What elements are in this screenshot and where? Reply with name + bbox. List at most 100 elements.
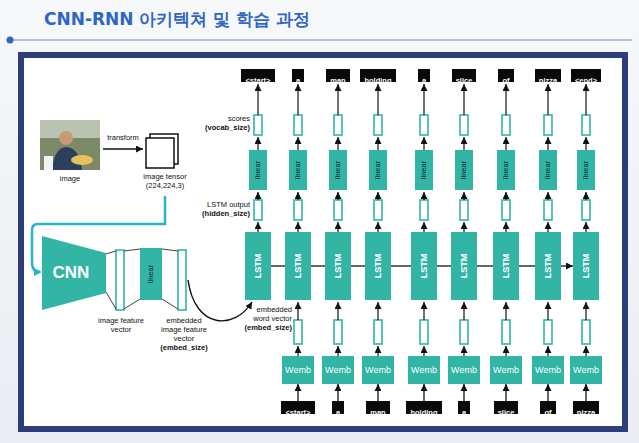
flow-arrow bbox=[505, 192, 506, 200]
flow-arrow bbox=[377, 222, 378, 232]
word-token: holding bbox=[360, 69, 395, 82]
lstm-cell: LSTM bbox=[325, 232, 351, 300]
flow-arrow bbox=[547, 137, 548, 150]
node-label: linear bbox=[373, 161, 383, 179]
image-to-lstm-curve bbox=[188, 280, 252, 321]
linear-box: linear bbox=[249, 150, 267, 190]
lstm-cell: LSTM bbox=[535, 232, 561, 300]
flow-arrow bbox=[505, 222, 506, 232]
node-label: Wemb bbox=[411, 356, 437, 384]
node-label: pizza bbox=[577, 406, 595, 419]
node-label: linear bbox=[293, 161, 303, 179]
word-token: pizza bbox=[573, 401, 599, 414]
node-label: LSTM bbox=[373, 254, 383, 279]
node-label: a bbox=[422, 74, 426, 87]
word-token: a bbox=[292, 69, 304, 82]
word-token: a bbox=[458, 401, 470, 414]
embedded-vector bbox=[178, 250, 186, 310]
connector bbox=[561, 265, 573, 266]
linear-box: linear bbox=[577, 150, 595, 190]
node-label: LSTM bbox=[419, 254, 429, 279]
embedding-box: Wemb bbox=[408, 356, 440, 384]
linear-box: linear bbox=[289, 150, 307, 190]
lstm-output-vector bbox=[294, 200, 302, 220]
word-token: a bbox=[332, 401, 344, 414]
node-label: linear bbox=[333, 161, 343, 179]
node-label: a bbox=[296, 74, 300, 87]
linear-box: linear bbox=[455, 150, 473, 190]
node-label: of bbox=[502, 74, 509, 87]
node-label: LSTM bbox=[253, 254, 263, 279]
annotation-label: embedded word vector bbox=[252, 305, 292, 323]
flow-arrow bbox=[297, 222, 298, 232]
linear-box: linear bbox=[140, 248, 162, 300]
flow-arrow bbox=[547, 222, 548, 232]
fan-line bbox=[162, 249, 178, 251]
linear-box: linear bbox=[539, 150, 557, 190]
connector bbox=[311, 265, 325, 266]
flow-arrow bbox=[463, 222, 464, 232]
connector bbox=[297, 384, 298, 401]
flow-arrow bbox=[547, 346, 548, 356]
word-vector bbox=[334, 320, 342, 344]
connector bbox=[547, 384, 548, 401]
node-label: a bbox=[336, 406, 340, 419]
node-label: linear bbox=[253, 161, 263, 179]
embedding-box: Wemb bbox=[532, 356, 564, 384]
annotation-label: (embed_size) bbox=[154, 343, 214, 352]
annotation-label: (vocab_size) bbox=[190, 123, 250, 132]
flow-arrow bbox=[377, 192, 378, 200]
word-vector bbox=[582, 320, 590, 344]
lstm-cell: LSTM bbox=[365, 232, 391, 300]
word-token: <end> bbox=[571, 69, 601, 82]
annotation-label: transform bbox=[98, 133, 148, 142]
flow-arrow bbox=[423, 192, 424, 200]
flow-arrow bbox=[463, 137, 464, 150]
word-token: of bbox=[540, 401, 555, 414]
node-label: holding bbox=[364, 74, 391, 87]
node-label: pizza bbox=[539, 74, 557, 87]
connector bbox=[463, 384, 464, 401]
score-vector bbox=[460, 115, 468, 135]
photo-pizza bbox=[71, 155, 93, 165]
flow-arrow bbox=[585, 302, 586, 320]
flow-arrow bbox=[423, 346, 424, 356]
flow-arrow bbox=[337, 302, 338, 320]
lstm-cell: LSTM bbox=[245, 232, 271, 300]
flow-arrow bbox=[463, 302, 464, 320]
photo bbox=[40, 120, 100, 170]
node-label: slice bbox=[498, 406, 515, 419]
linear-box: linear bbox=[497, 150, 515, 190]
embedding-box: Wemb bbox=[448, 356, 480, 384]
page-title: CNN-RNN 아키텍쳐 및 학습 과정 bbox=[44, 8, 310, 31]
flow-arrow bbox=[257, 84, 258, 115]
annotation-label: (embed_size) bbox=[244, 323, 292, 332]
connector bbox=[351, 265, 365, 266]
node-label: Wemb bbox=[535, 356, 561, 384]
fan-line bbox=[162, 299, 178, 309]
lstm-output-vector bbox=[374, 200, 382, 220]
title-dot bbox=[7, 37, 14, 44]
word-token: pizza bbox=[535, 69, 561, 82]
word-token: holding bbox=[406, 401, 441, 414]
flow-arrow bbox=[463, 346, 464, 356]
word-vector bbox=[294, 320, 302, 344]
node-label: LSTM bbox=[543, 254, 553, 279]
score-vector bbox=[374, 115, 382, 135]
word-token: a bbox=[418, 69, 430, 82]
word-token: man bbox=[366, 401, 389, 414]
connector bbox=[477, 265, 493, 266]
node-label: Wemb bbox=[285, 356, 311, 384]
flow-arrow bbox=[505, 84, 506, 115]
flow-arrow bbox=[585, 192, 586, 200]
score-vector bbox=[502, 115, 510, 135]
flow-arrow bbox=[297, 137, 298, 150]
connector bbox=[585, 384, 586, 401]
embedding-box: Wemb bbox=[570, 356, 602, 384]
node-label: slice bbox=[456, 74, 473, 87]
lstm-output-vector bbox=[502, 200, 510, 220]
lstm-cell: LSTM bbox=[451, 232, 477, 300]
word-token: of bbox=[498, 69, 513, 82]
node-label: of bbox=[544, 406, 551, 419]
flow-arrow bbox=[337, 222, 338, 232]
